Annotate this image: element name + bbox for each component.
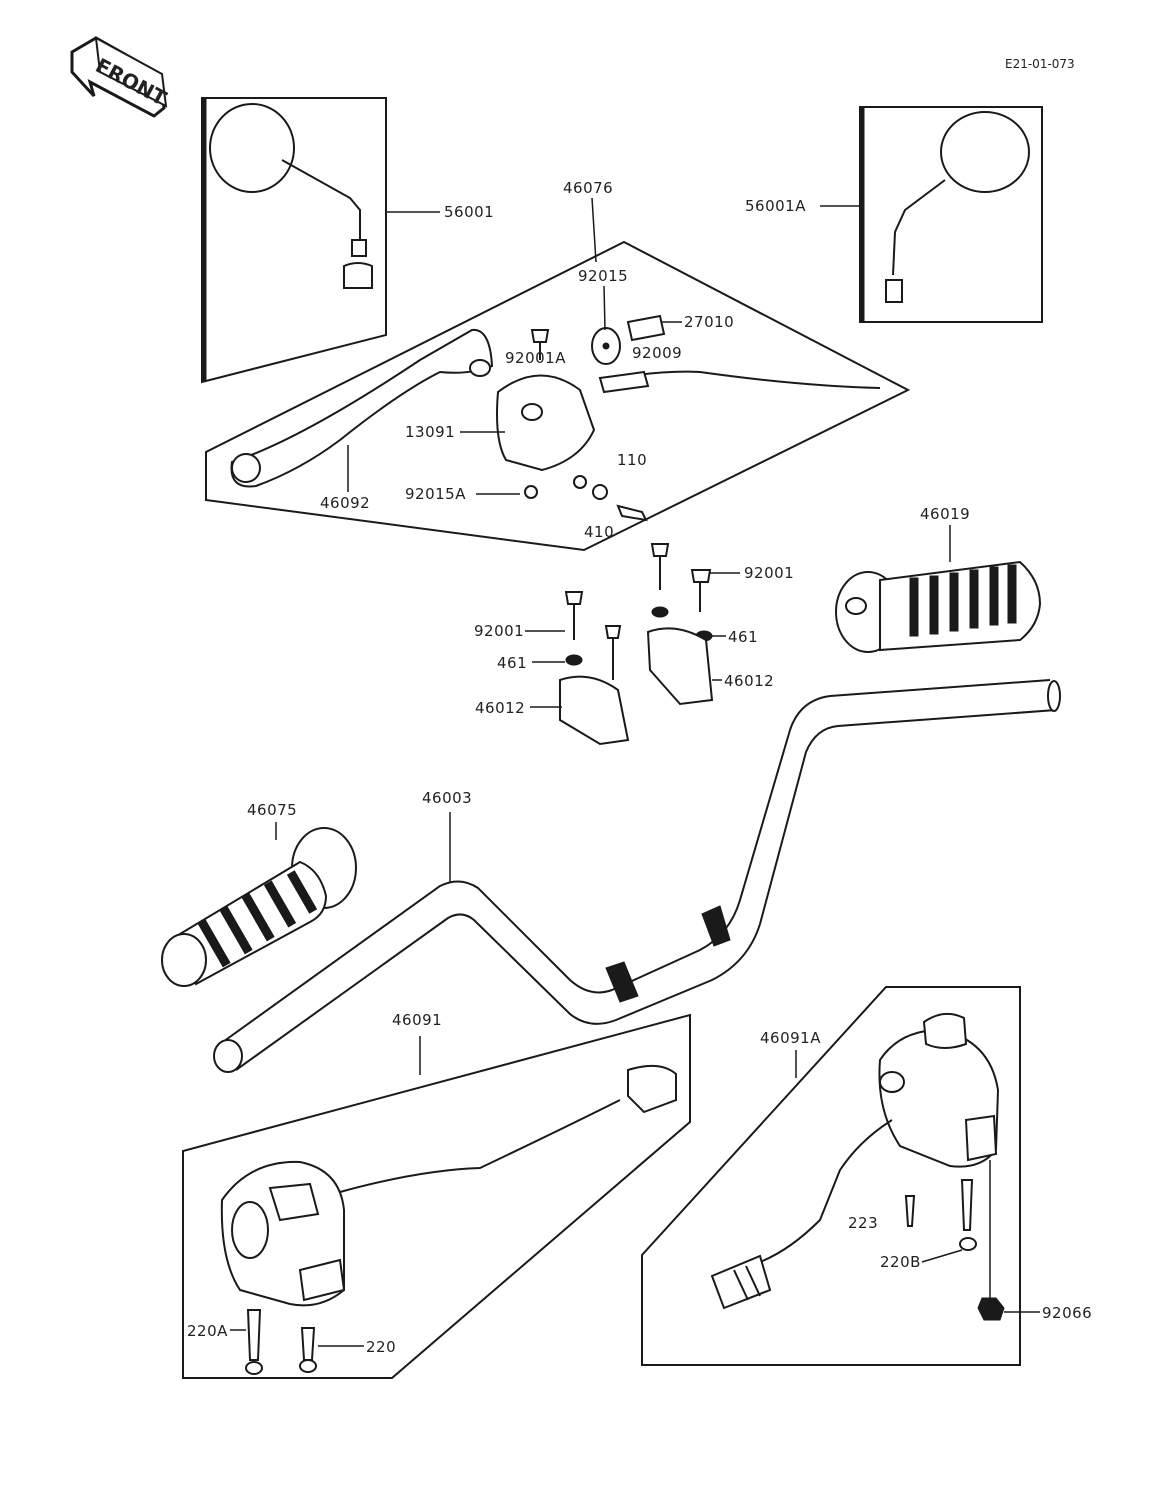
left-grip <box>161 827 357 987</box>
label-46003: 46003 <box>422 789 472 807</box>
label-220: 220 <box>366 1338 396 1356</box>
nut-92066 <box>977 1160 1040 1321</box>
label-46092: 46092 <box>320 494 370 512</box>
label-220A: 220A <box>187 1322 228 1340</box>
label-110: 110 <box>617 451 647 469</box>
right-mirror-panel <box>859 106 1043 323</box>
leader-92015 <box>603 285 606 331</box>
label-92001-left: 92001 <box>474 622 524 640</box>
label-46075: 46075 <box>247 801 297 819</box>
label-27010: 27010 <box>684 313 734 331</box>
label-13091: 13091 <box>405 423 455 441</box>
label-461-left: 461 <box>497 654 527 672</box>
label-92001-right: 92001 <box>744 564 794 582</box>
label-56001: 56001 <box>444 203 494 221</box>
label-46012-right: 46012 <box>724 672 774 690</box>
label-220B: 220B <box>880 1253 921 1271</box>
leader-220B <box>921 1249 963 1263</box>
label-92001A: 92001A <box>505 349 566 367</box>
label-92066: 92066 <box>1042 1304 1092 1322</box>
clutch-lever-panel <box>205 240 911 552</box>
front-arrow-badge: FRONT <box>70 36 171 118</box>
label-461-right: 461 <box>728 628 758 646</box>
label-46012-left: 46012 <box>475 699 525 717</box>
label-46019: 46019 <box>920 505 970 523</box>
leader-46076 <box>591 197 597 263</box>
label-46076: 46076 <box>563 179 613 197</box>
label-410: 410 <box>584 523 614 541</box>
left-switch-panel <box>182 1013 691 1379</box>
reference-code: E21-01-073 <box>1005 57 1075 71</box>
handlebar <box>213 679 1061 1073</box>
handlebar-holders <box>559 543 714 746</box>
left-mirror-panel <box>201 97 387 384</box>
right-throttle-panel <box>641 986 1021 1366</box>
label-56001A: 56001A <box>745 197 806 215</box>
label-223: 223 <box>848 1214 878 1232</box>
label-46091A: 46091A <box>760 1029 821 1047</box>
label-92015: 92015 <box>578 267 628 285</box>
label-92009: 92009 <box>632 344 682 362</box>
label-92015A: 92015A <box>405 485 466 503</box>
label-46091: 46091 <box>392 1011 442 1029</box>
right-grip <box>835 560 1042 653</box>
